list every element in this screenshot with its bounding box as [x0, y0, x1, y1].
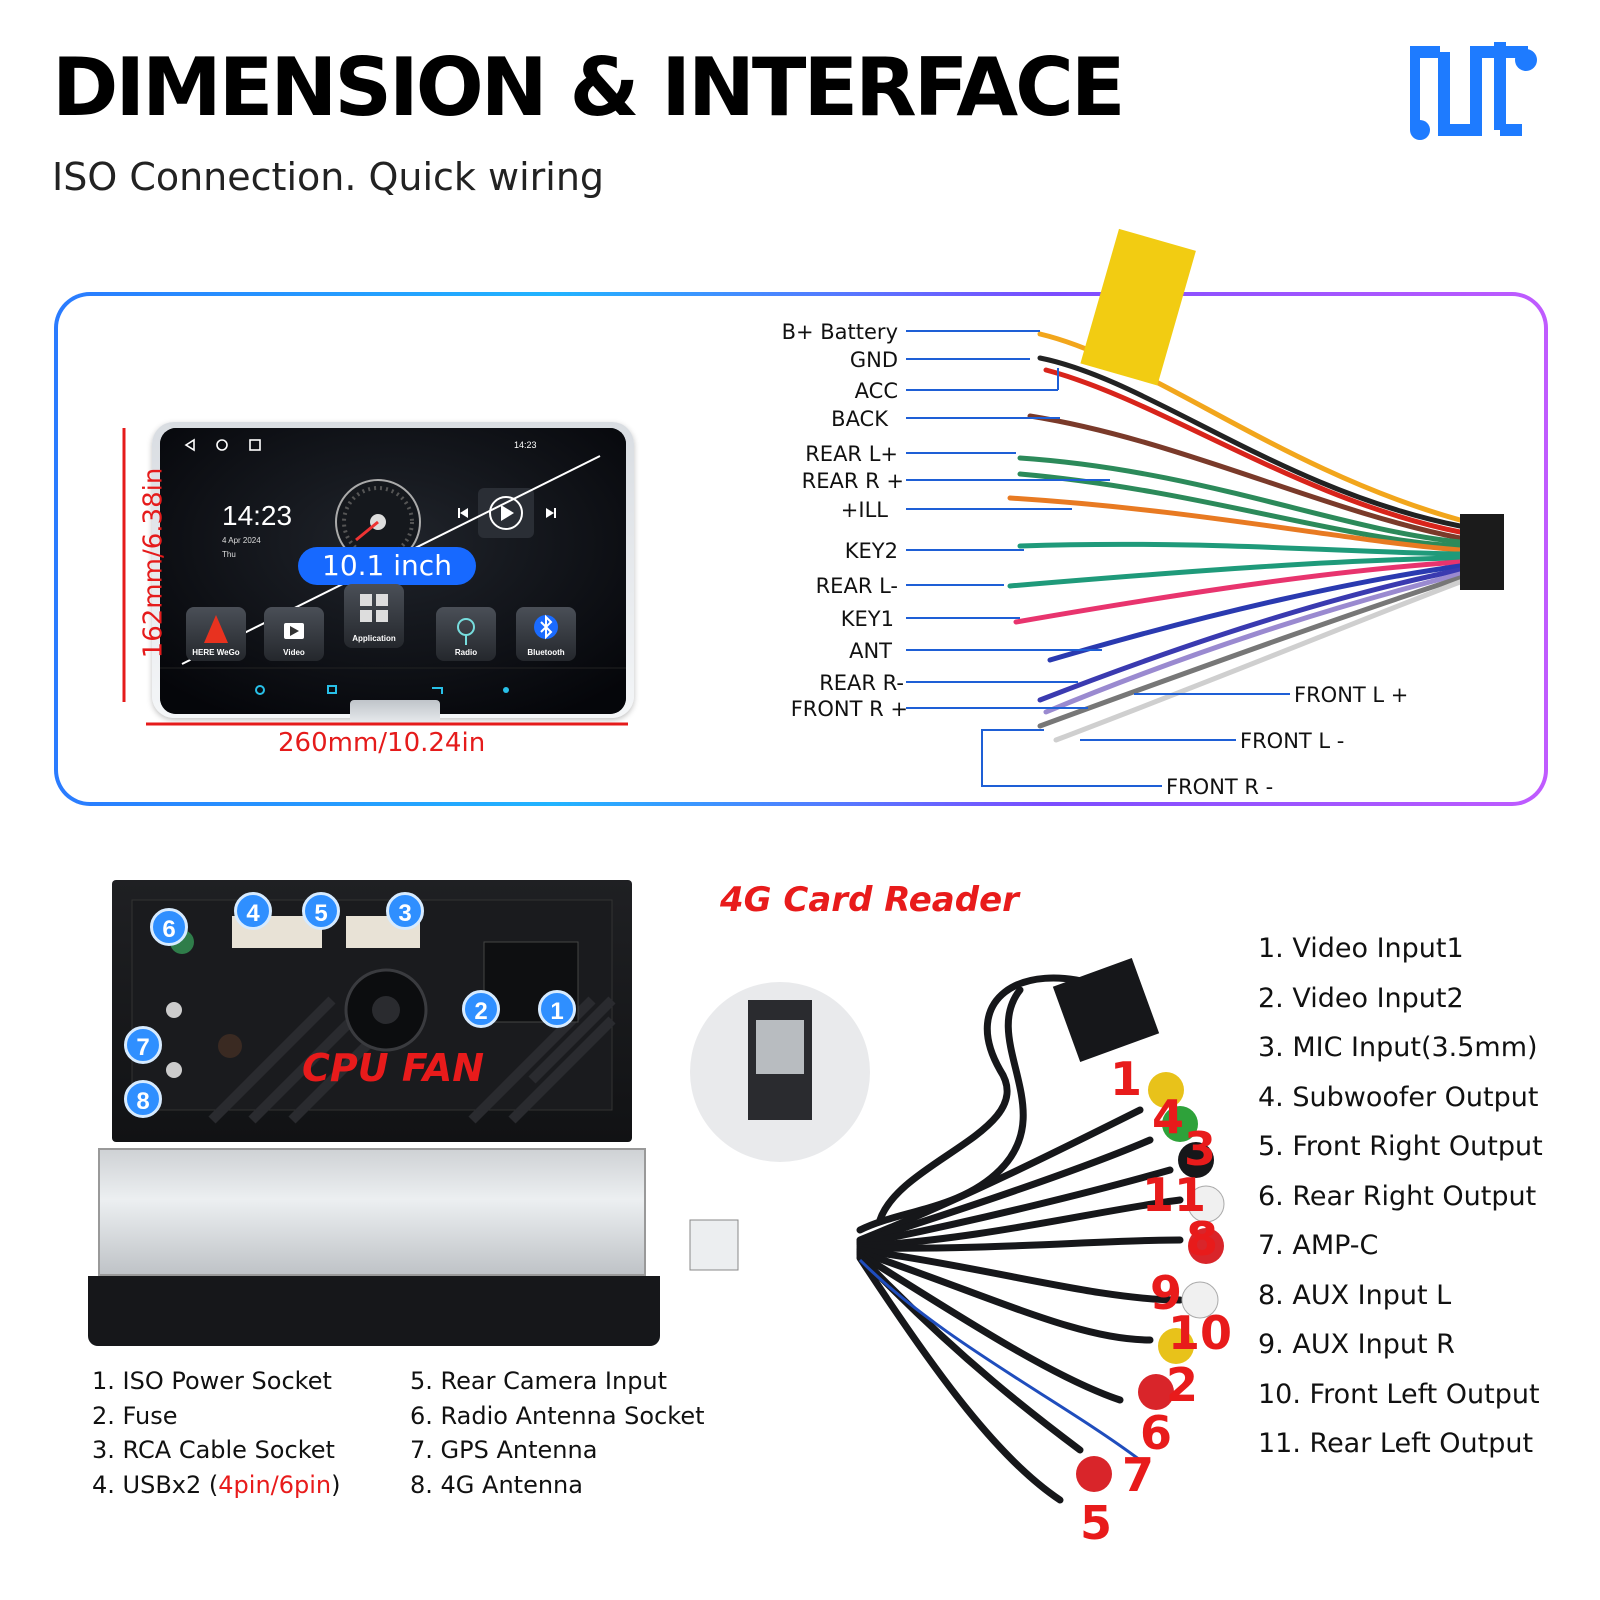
wire-label-front-r-minus: FRONT R -: [1166, 775, 1274, 799]
page-subtitle: ISO Connection. Quick wiring: [52, 155, 605, 199]
app-tile-radio[interactable]: [436, 607, 496, 661]
rca-legend-item: 11. Rear Left Output: [1258, 1428, 1534, 1459]
rca-legend-item: 9. AUX Input R: [1258, 1329, 1455, 1360]
port-number-6: 6: [150, 908, 188, 946]
width-dimension: 260mm/10.24in: [278, 728, 486, 758]
page-title: DIMENSION & INTERFACE: [52, 41, 1125, 134]
app-tile-video[interactable]: [264, 607, 324, 661]
status-bar-time: 14:23: [514, 440, 537, 450]
wire-label-front-l-minus: FRONT L -: [1240, 729, 1345, 753]
rca-legend-item: 1. Video Input1: [1258, 933, 1464, 964]
home-day: Thu: [222, 550, 236, 559]
legend-item: 5. Rear Camera Input: [410, 1367, 668, 1395]
port-number-2: 2: [462, 990, 500, 1028]
rca-number-8: 8: [1186, 1212, 1219, 1266]
device-knob-tab: [350, 700, 440, 724]
apps-grid-icon: [360, 594, 388, 622]
cpu-fan-label: CPU FAN: [302, 1046, 485, 1090]
rca-number-3: 3: [1184, 1122, 1217, 1176]
app-label: HERE WeGo: [192, 648, 240, 657]
wire-label-key1: KEY1: [840, 607, 894, 631]
app-label: Video: [283, 648, 305, 657]
radio-icon: [457, 618, 475, 645]
rca-number-7: 7: [1122, 1448, 1155, 1502]
rca-number-1: 1: [1110, 1052, 1143, 1106]
app-label: Bluetooth: [527, 648, 565, 657]
rca-number-11: 11: [1142, 1168, 1207, 1222]
wire-label-ill: +ILL: [840, 498, 888, 522]
legend-item: 8. 4G Antenna: [410, 1470, 583, 1499]
rca-number-2: 2: [1166, 1358, 1199, 1412]
rca-legend-item: 8. AUX Input L: [1258, 1279, 1452, 1311]
app-label: Radio: [454, 648, 478, 657]
bluetooth-icon: [534, 614, 558, 640]
navigation-icon: [204, 615, 228, 643]
app-label: Application: [352, 634, 396, 643]
rca-legend-item: 6. Rear Right Output: [1258, 1180, 1537, 1212]
wire-label-gnd: GND: [849, 348, 898, 372]
legend-item: 3. RCA Cable Socket: [92, 1436, 335, 1464]
app-tile-application[interactable]: [344, 584, 404, 648]
port-number-1: 1: [538, 990, 576, 1028]
rca-number-9: 9: [1150, 1266, 1183, 1320]
port-number-4: 4: [234, 892, 272, 930]
rca-number-4: 4: [1152, 1090, 1185, 1144]
mounting-cage: [98, 1148, 646, 1276]
legend-item: 6. Radio Antenna Socket: [410, 1401, 705, 1430]
usb-pins-highlight: 4pin/6pin: [218, 1470, 332, 1499]
wire-label-front-r-plus: FRONT R +: [790, 697, 908, 721]
legend-usb-close: ): [331, 1470, 341, 1499]
legend-item-usb: 4. USBx2 (4pin/6pin): [92, 1468, 341, 1503]
rca-number-5: 5: [1080, 1496, 1113, 1550]
legend-item: 7. GPS Antenna: [410, 1436, 598, 1464]
wire-label-key2: KEY2: [844, 539, 898, 563]
back-panel-legend-col2: 5. Rear Camera Input 6. Radio Antenna So…: [410, 1364, 705, 1502]
legend-item: 1. ISO Power Socket: [92, 1367, 332, 1395]
wire-label-acc: ACC: [854, 379, 898, 403]
rca-number-6: 6: [1140, 1406, 1173, 1460]
home-clock: 14:23: [222, 500, 293, 531]
wire-label-rear-r-minus: REAR R-: [819, 671, 904, 695]
fuse-tag: [1080, 228, 1196, 386]
front-bezel-bottom: [88, 1276, 660, 1346]
port-number-8: 8: [124, 1080, 162, 1118]
card-reader-label: 4G Card Reader: [720, 880, 1019, 920]
brand-logo-icon: [1410, 42, 1537, 140]
video-icon: [284, 623, 304, 639]
port-number-5: 5: [302, 892, 340, 930]
rca-legend: 1. Video Input1 2. Video Input2 3. MIC I…: [1258, 924, 1543, 1469]
screen-size-badge: 10.1 inch: [298, 547, 476, 585]
wire-label-back: BACK: [831, 407, 888, 431]
port-number-3: 3: [386, 892, 424, 930]
rca-legend-item: 7. AMP-C: [1258, 1230, 1379, 1261]
home-date: 4 Apr 2024: [222, 536, 261, 545]
rca-legend-item: 10. Front Left Output: [1258, 1378, 1540, 1410]
rca-legend-item: 3. MIC Input(3.5mm): [1258, 1032, 1538, 1063]
legend-usb-text: 4. USBx2 (: [92, 1470, 219, 1499]
wire-label-rear-r-plus: REAR R +: [801, 469, 904, 493]
app-tile-bluetooth[interactable]: [516, 607, 576, 661]
wire-label-front-l-plus: FRONT L +: [1294, 683, 1409, 707]
wire-label-b-battery: B+ Battery: [781, 320, 898, 344]
wire-label-rear-l-plus: REAR L+: [805, 442, 898, 466]
wire-label-ant: ANT: [849, 639, 892, 663]
head-unit-back-panel: [112, 880, 632, 1142]
rca-number-10: 10: [1168, 1306, 1233, 1360]
port-number-7: 7: [124, 1026, 162, 1064]
rca-legend-item: 2. Video Input2: [1258, 982, 1464, 1014]
back-panel-legend-col1: 1. ISO Power Socket 2. Fuse 3. RCA Cable…: [92, 1364, 341, 1502]
app-tile-here-wego[interactable]: [186, 607, 246, 661]
rca-legend-item: 5. Front Right Output: [1258, 1131, 1543, 1162]
rca-legend-item: 4. Subwoofer Output: [1258, 1081, 1539, 1113]
wire-label-rear-l-minus: REAR L-: [815, 574, 898, 598]
legend-item: 2. Fuse: [92, 1401, 178, 1430]
